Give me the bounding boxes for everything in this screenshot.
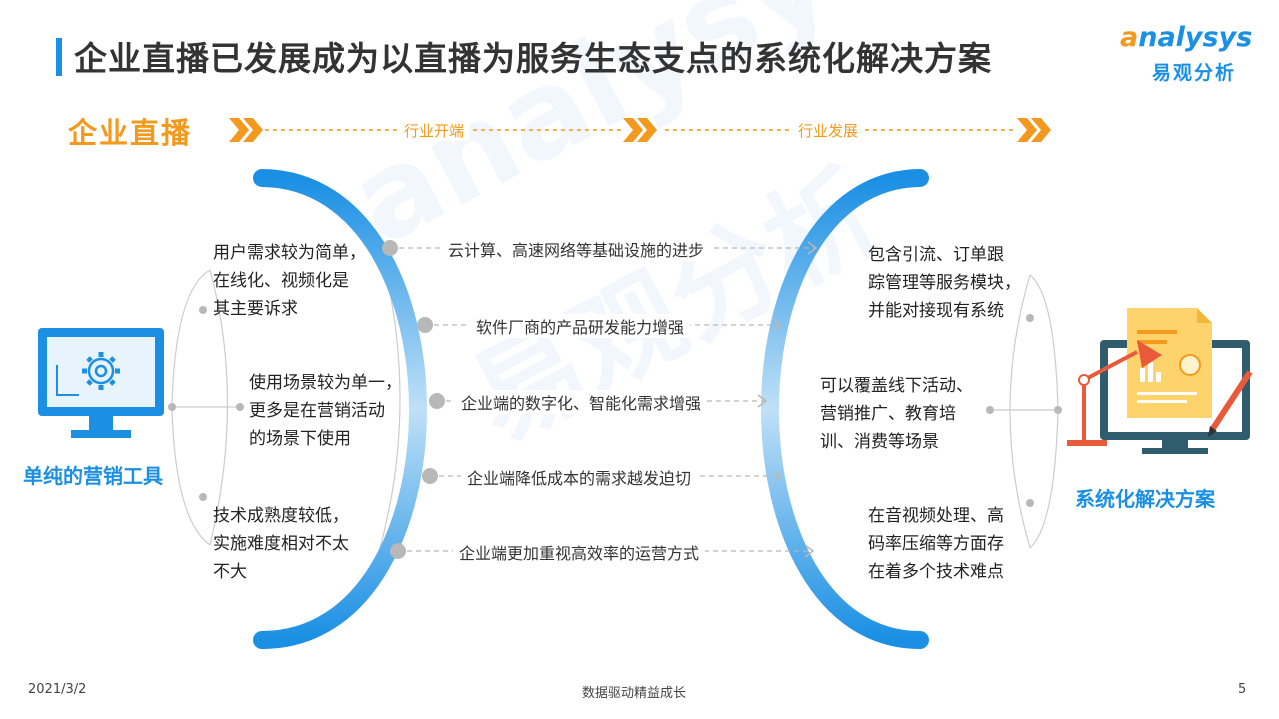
logo-chinese: 易观分析 (1152, 62, 1237, 84)
footer-date: 2021/3/2 (28, 682, 87, 697)
footer-slogan: 数据驱动精益成长 (582, 686, 687, 701)
driver-1: 云计算、高速网络等基础设施的进步 (442, 237, 711, 261)
gear-icon (82, 352, 120, 390)
left-point-2-line-1: 使用场景较为单一， (249, 373, 402, 393)
left-point-2: 使用场景较为单一， 更多是在营销活动 的场景下使用 (249, 369, 402, 453)
right-point-1-line-1: 包含引流、订单跟 (868, 245, 1004, 265)
logo-rest: nalysys (1138, 22, 1253, 53)
driver-3: 企业端的数字化、智能化需求增强 (455, 390, 708, 414)
right-point-3-line-2: 码率压缩等方面存 (868, 534, 1004, 554)
title-accent-bar (56, 38, 62, 76)
logo-wordmark: analysys (1120, 22, 1252, 53)
page-title: 企业直播已发展成为以直播为服务生态支点的系统化解决方案 (74, 39, 992, 78)
timeline-label-start: 行业开端 (398, 120, 471, 141)
left-point-3-line-3: 不大 (213, 562, 247, 582)
left-point-1: 用户需求较为简单， 在线化、视频化是 其主要诉求 (213, 239, 366, 323)
driver-2: 软件厂商的产品研发能力增强 (470, 314, 691, 338)
right-point-1-line-2: 踪管理等服务模块， (868, 273, 1021, 293)
right-side-label: 系统化解决方案 (1075, 487, 1215, 511)
left-point-2-line-3: 的场景下使用 (249, 429, 351, 449)
right-point-3: 在音视频处理、高 码率压缩等方面存 在着多个技术难点 (868, 502, 1004, 586)
logo-initial: a (1120, 22, 1139, 53)
page-number: 5 (1238, 682, 1247, 697)
right-point-2-line-3: 训、消费等场景 (820, 432, 939, 452)
right-point-2-line-2: 营销推广、教育培 (820, 404, 956, 424)
monitor-gear-icon (38, 328, 164, 438)
chevron-double-right-icon (229, 118, 263, 142)
left-point-3-line-1: 技术成熟度较低， (213, 506, 349, 526)
right-point-1: 包含引流、订单跟 踪管理等服务模块， 并能对接现有系统 (868, 241, 1021, 325)
driver-4: 企业端降低成本的需求越发迫切 (461, 465, 698, 489)
right-point-2: 可以覆盖线下活动、 营销推广、教育培 训、消费等场景 (820, 372, 973, 456)
right-point-3-line-3: 在着多个技术难点 (868, 562, 1004, 582)
left-point-1-line-1: 用户需求较为简单， (213, 243, 366, 263)
driver-5: 企业端更加重视高效率的运营方式 (453, 540, 706, 564)
left-point-3: 技术成熟度较低， 实施难度相对不太 不大 (213, 502, 349, 586)
left-point-1-line-3: 其主要诉求 (213, 299, 298, 319)
left-point-2-line-2: 更多是在营销活动 (249, 401, 385, 421)
timeline-label-develop: 行业发展 (792, 120, 865, 141)
left-side-label: 单纯的营销工具 (23, 464, 163, 488)
right-point-3-line-1: 在音视频处理、高 (868, 506, 1004, 526)
chevron-double-right-icon (623, 118, 657, 142)
right-point-1-line-3: 并能对接现有系统 (868, 301, 1004, 321)
chevron-double-right-icon (1017, 118, 1051, 142)
left-point-3-line-2: 实施难度相对不太 (213, 534, 349, 554)
right-point-2-line-1: 可以覆盖线下活动、 (820, 376, 973, 396)
stage-title: 企业直播 (68, 116, 193, 150)
left-point-1-line-2: 在线化、视频化是 (213, 271, 349, 291)
monitor-document-icon (1067, 308, 1253, 454)
